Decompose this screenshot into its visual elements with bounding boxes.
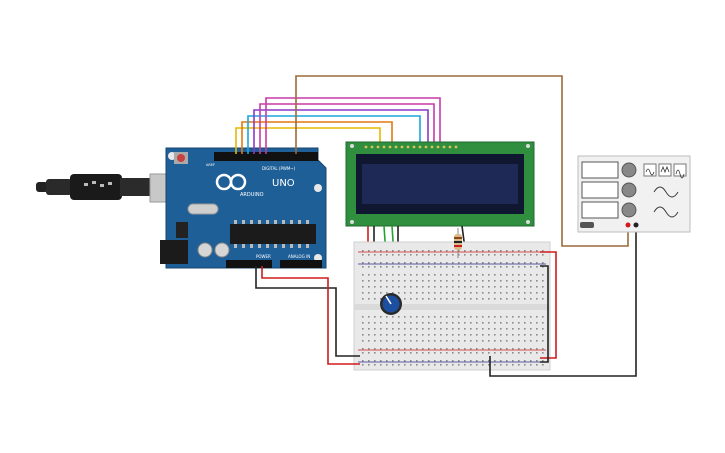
arduino-uno-board[interactable]: ARDUINO UNO DIGITAL (PWM~) POWER ANALOG … [160,147,327,269]
digital-label: DIGITAL (PWM~) [262,166,296,171]
microcontroller-chip [230,224,316,244]
power-switch[interactable] [580,222,594,228]
power-wires [255,226,637,377]
lcd-data-wires [235,97,441,154]
potentiometer-icon[interactable] [380,293,402,315]
function-generator-icon[interactable] [577,155,691,233]
analog-header[interactable] [280,260,322,268]
power-label: POWER [256,254,271,259]
usb-cable-icon[interactable] [36,173,189,203]
resistor-icon[interactable] [454,228,462,258]
digital-header[interactable] [214,152,318,161]
lcd-screen [362,164,518,204]
power-header[interactable] [226,260,272,268]
analog-label: ANALOG IN [288,254,310,259]
aref-label: AREF [206,163,215,167]
board-model: UNO [272,178,295,189]
reset-button[interactable] [177,154,185,162]
lcd-display[interactable] [345,141,535,227]
board-brand: ARDUINO [240,192,264,198]
arduino-logo-icon [215,173,247,191]
signal-wire [295,75,629,247]
